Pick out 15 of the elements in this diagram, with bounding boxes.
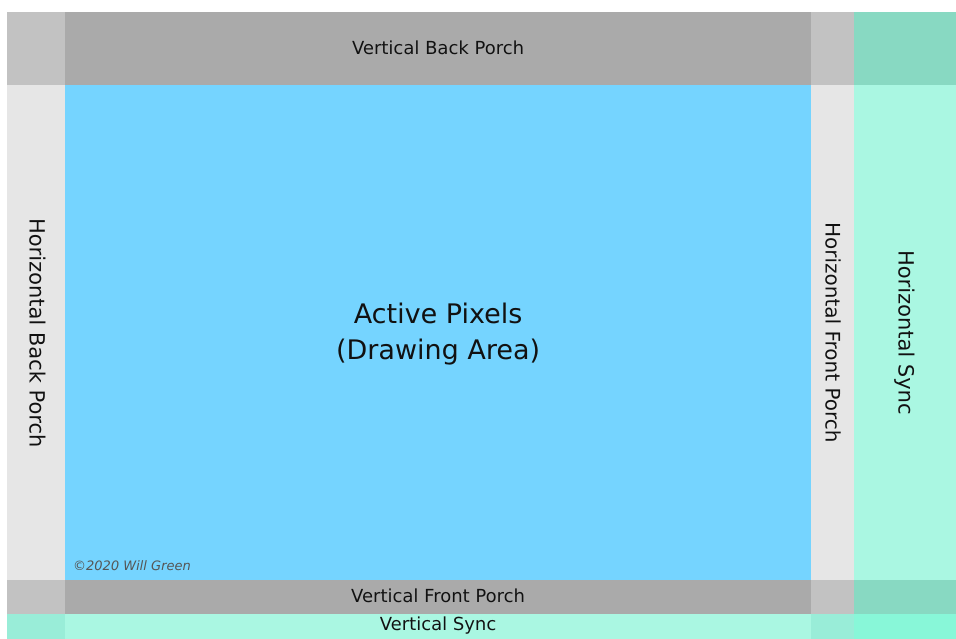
band-label: Horizontal Sync: [892, 250, 919, 415]
band-label: Active Pixels (Drawing Area): [334, 298, 542, 368]
band-label: Horizontal Front Porch: [820, 222, 846, 443]
credit-text: ©2020 Will Green: [73, 559, 191, 574]
sync-band: [854, 85, 956, 580]
band-label: Vertical Front Porch: [351, 585, 525, 609]
porch-band: [65, 580, 811, 614]
band-label: Horizontal Back Porch: [24, 218, 50, 448]
active-area: [65, 85, 811, 580]
band-label: Vertical Sync: [380, 614, 496, 636]
porch-band: [65, 12, 811, 85]
sync-band: [65, 614, 811, 639]
porch-band: [7, 85, 65, 580]
band-label: Vertical Back Porch: [352, 36, 524, 60]
porch-band: [811, 85, 854, 580]
